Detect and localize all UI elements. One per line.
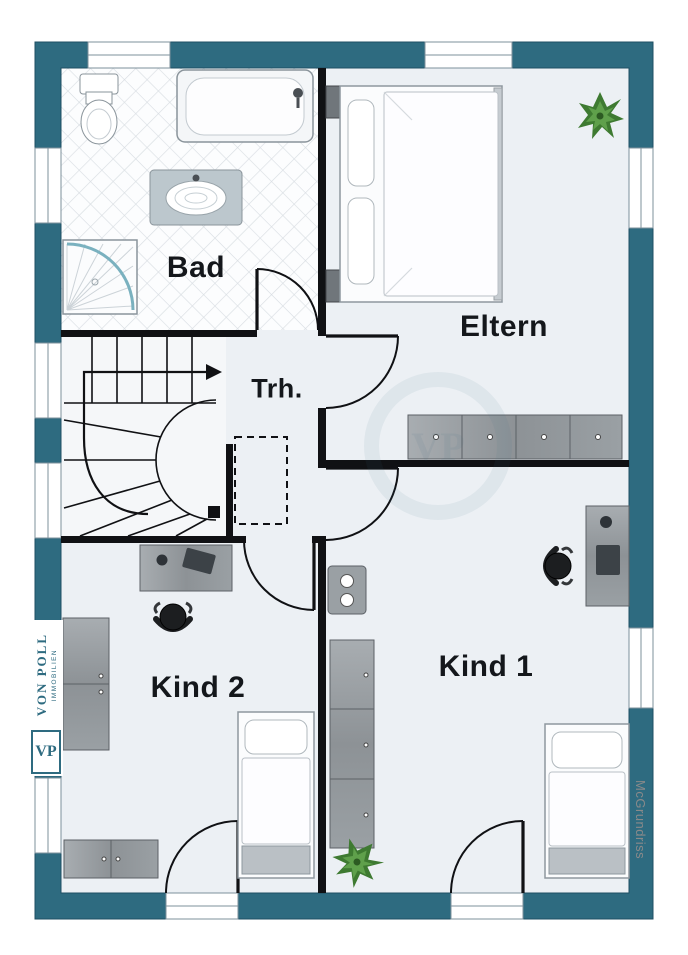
laptop xyxy=(182,547,216,575)
window-left-kind2 xyxy=(34,777,62,854)
door-kind2 xyxy=(243,539,316,611)
pillow xyxy=(347,197,375,285)
kind1-wardrobe xyxy=(329,639,375,849)
room-label-kind1: Kind 1 xyxy=(438,650,534,683)
desk-lamp xyxy=(600,516,612,528)
balcony-door-opening-kind2 xyxy=(165,892,239,920)
stairwell-floor xyxy=(61,337,226,536)
kind2-wardrobe xyxy=(62,617,110,751)
duvet xyxy=(241,757,311,845)
room-label-trh: Trh. xyxy=(251,373,303,404)
duvet xyxy=(548,771,626,847)
window-right-kind1 xyxy=(628,627,654,709)
shower-drain xyxy=(91,278,99,286)
bathtub-faucet xyxy=(293,88,303,98)
sink-tap xyxy=(192,174,200,182)
laptop xyxy=(596,545,620,575)
window-left-stairs-upper xyxy=(34,342,62,419)
stair-direction-arrow xyxy=(82,370,206,516)
window-top-right xyxy=(424,41,513,69)
shower xyxy=(62,239,138,315)
window-left-stairs-lower xyxy=(34,462,62,539)
pillow xyxy=(244,719,308,755)
shaft-dashed-outline xyxy=(234,436,288,525)
pillow xyxy=(347,99,375,187)
stair-arrow-head xyxy=(206,364,222,380)
brand-name-text: VON POLL xyxy=(34,633,49,717)
kind2-bed xyxy=(237,711,315,879)
duvet xyxy=(383,91,499,297)
credit-mcgrundriss: McGrundriss xyxy=(633,780,648,860)
toilet xyxy=(79,73,119,145)
brand-subtitle-text: IMMOBILIEN xyxy=(51,648,58,702)
kind1-desk xyxy=(585,505,630,607)
shower-glass xyxy=(66,242,135,311)
kind2-desk xyxy=(139,544,233,592)
sink xyxy=(149,169,243,226)
room-label-eltern: Eltern xyxy=(459,310,549,343)
room-label-kind2: Kind 2 xyxy=(150,671,246,704)
desk-lamp xyxy=(156,554,168,566)
hall-fixture xyxy=(327,565,367,615)
vp-watermark: VP xyxy=(364,372,512,520)
window-left-bath xyxy=(34,147,62,224)
stair-newel-post xyxy=(208,506,220,518)
window-right-eltern xyxy=(628,147,654,229)
vonpoll-wordmark: VON POLL IMMOBILIEN xyxy=(34,620,58,730)
staircase xyxy=(63,337,222,537)
vonpoll-logo: VON POLL IMMOBILIEN VP xyxy=(29,620,63,776)
balcony-door-kind1 xyxy=(450,820,525,894)
kind1-bed xyxy=(544,723,630,879)
bathtub xyxy=(176,69,314,143)
room-label-bad: Bad xyxy=(166,251,226,284)
door-bad xyxy=(255,268,319,331)
window-top-left xyxy=(87,41,171,69)
kind2-sideboard xyxy=(63,839,159,879)
balcony-door-opening-kind1 xyxy=(450,892,524,920)
vp-monogram: VP xyxy=(31,730,61,774)
double-bed xyxy=(339,85,503,303)
door-eltern xyxy=(325,334,399,409)
pillow xyxy=(551,731,623,769)
